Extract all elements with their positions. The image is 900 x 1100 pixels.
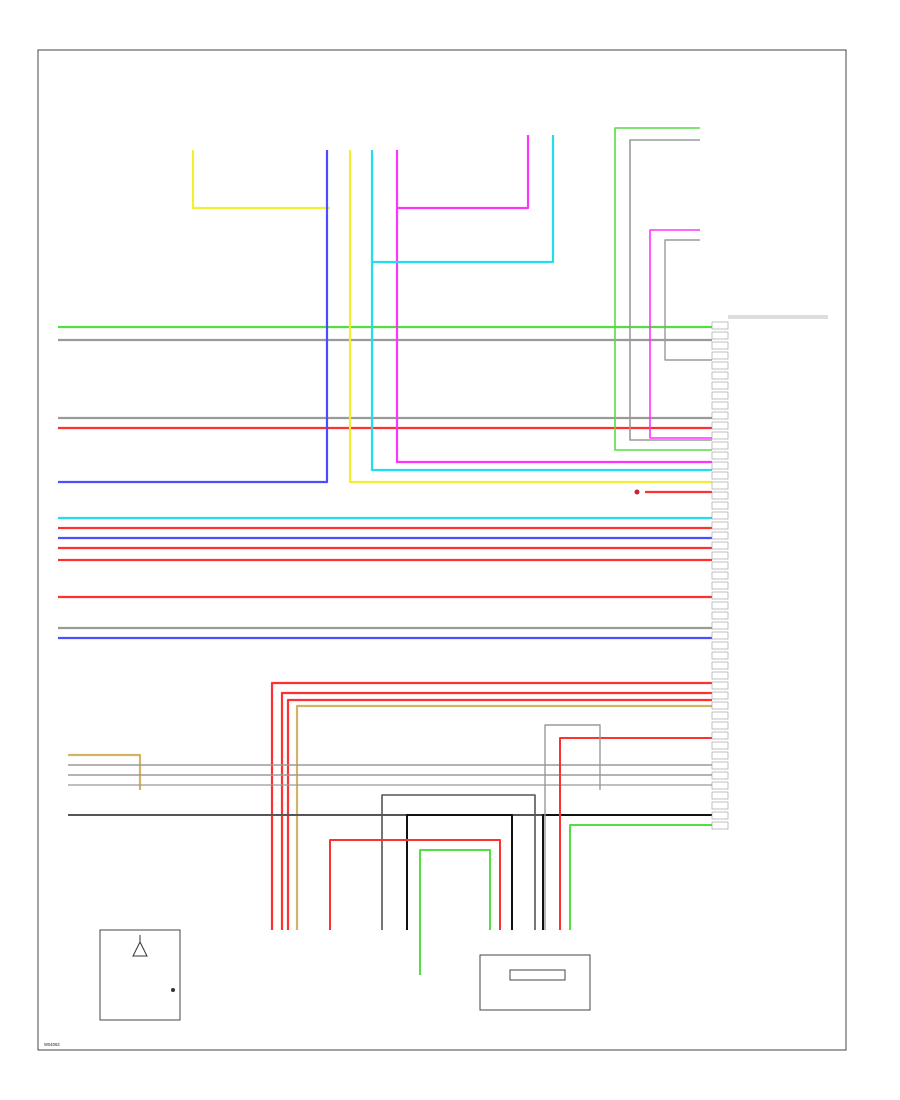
connector-pin [711,431,729,440]
connector-pin [711,681,729,690]
wire-red-center [329,839,501,930]
connector-pin [711,811,729,820]
wire-magenta-vertical [395,150,712,464]
wire-yellow-vertical [348,150,712,484]
connector-pin [711,741,729,750]
wire-gray-right [629,139,712,441]
connector-pin [711,641,729,650]
diagram-frame [37,49,847,1051]
wire-green-right [614,127,712,451]
wire-red-right [559,737,712,930]
wire-red-low-3 [286,698,712,930]
connector-pin [711,481,729,490]
connector-pin [711,521,729,530]
connector-pin [711,611,729,620]
connector-pin [711,351,729,360]
connector-pin [711,651,729,660]
right-component-label-strip [728,315,828,319]
wire-blue-vertical [58,150,329,484]
connector-pin [711,571,729,580]
left-harness-module-box [99,929,181,1021]
connector-pin [711,511,729,520]
connector-pin [711,501,729,510]
wire-magenta-right [649,229,712,439]
connector-pin [711,771,729,780]
wire-black-right [542,814,712,930]
connector-pin [711,361,729,370]
connector-pin [711,761,729,770]
wire-black-loop [406,814,513,930]
wire-green-bottom [419,849,491,975]
connector-pin [711,801,729,810]
connector-pin [711,721,729,730]
ground-dot-icon [171,988,175,992]
connector-pin [711,751,729,760]
connector-pin [711,691,729,700]
frame-label: W04063 [44,1042,60,1047]
splice-dot-icon [634,489,640,495]
connector-pin [711,461,729,470]
wire-gray-right-2 [664,239,712,361]
connector-pin [711,411,729,420]
connector-pin [711,821,729,830]
connector-pin [711,541,729,550]
antenna-icon [132,935,148,957]
wire-yellow-top [191,150,330,210]
connector-pin [711,331,729,340]
wire-cyan-vertical [370,150,712,472]
connector-pin [711,551,729,560]
connector-pin [711,701,729,710]
bottom-center-module-box [479,954,591,1011]
wire-red-low-1 [270,681,712,930]
connector-pin [711,621,729,630]
connector-pin [711,321,729,330]
wire-magenta-top [397,135,530,210]
connector-pin [711,451,729,460]
connector-pin [711,381,729,390]
connector-pin [711,671,729,680]
connector-pin [711,561,729,570]
connector-pin [711,391,729,400]
connector-pin [711,421,729,430]
connector-pin [711,471,729,480]
connector-pin [711,791,729,800]
connector-pin [711,661,729,670]
connector-pin [711,371,729,380]
connector-pin [711,731,729,740]
wire-orange-low [295,704,712,930]
wire-green-lower-right [569,824,712,930]
wire-darkgray-loop [381,794,536,930]
connector-pin [711,401,729,410]
bottom-center-module-inner [509,969,566,981]
connector-pin [711,491,729,500]
connector-pin [711,711,729,720]
wire-gray-center [544,724,601,930]
connector-pin [711,341,729,350]
wire-orange-left [68,753,142,790]
connector-pin [711,581,729,590]
wire-layer [58,127,712,975]
wire-red-low-2 [280,691,712,930]
connector-pin-column [711,321,729,830]
connector-pin [711,601,729,610]
connector-pin [711,631,729,640]
connector-pin [711,531,729,540]
connector-pin [711,781,729,790]
wire-cyan-top [372,135,555,264]
connector-pin [711,591,729,600]
connector-pin [711,441,729,450]
